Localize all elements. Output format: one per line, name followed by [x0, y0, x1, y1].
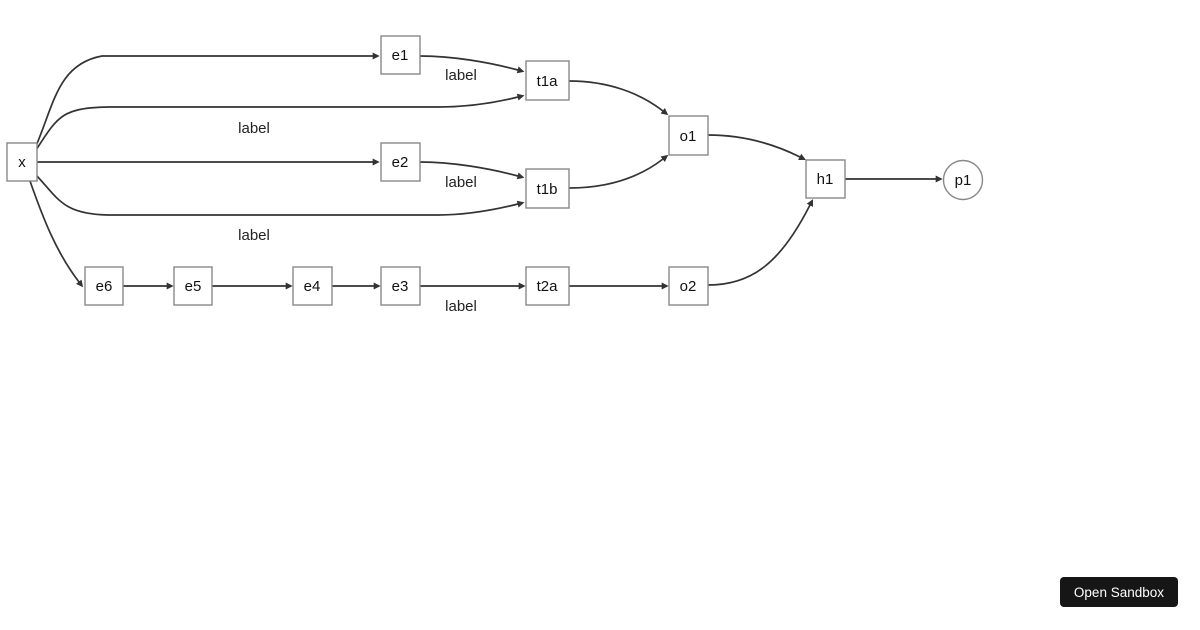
open-sandbox-button[interactable]: Open Sandbox — [1059, 577, 1178, 607]
edge-label-x-t1b: label — [238, 227, 270, 244]
node-e5-label: e5 — [185, 278, 202, 295]
edge-label-e3-t2a: label — [445, 298, 477, 315]
node-o2-label: o2 — [680, 278, 697, 295]
node-e3: e3 — [380, 266, 421, 306]
node-e1-label: e1 — [392, 47, 409, 64]
node-e1: e1 — [380, 35, 421, 75]
edge-o1-h1 — [707, 134, 806, 160]
node-t1b-label: t1b — [537, 181, 558, 198]
edge-group — [29, 52, 943, 290]
edge-t1b-o1 — [568, 154, 669, 189]
node-p1: p1 — [942, 159, 984, 201]
node-h1-label: h1 — [817, 171, 834, 188]
edge-label-x-t1a: label — [238, 120, 270, 137]
node-p1-label: p1 — [955, 172, 972, 189]
edge-label-e2-t1b: label — [445, 174, 477, 191]
node-x: x — [6, 142, 38, 182]
node-e5: e5 — [173, 266, 213, 306]
node-group: x e1 e2 t1a t1b o1 h1 p1 — [6, 35, 984, 306]
node-o1-label: o1 — [680, 128, 697, 145]
node-t1a: t1a — [525, 60, 570, 101]
edge-label-e1-t1a: label — [445, 67, 477, 84]
edge-x-e6 — [29, 180, 84, 288]
node-x-label: x — [18, 154, 26, 171]
node-t2a: t2a — [525, 266, 570, 306]
node-t1b: t1b — [525, 168, 570, 209]
node-t1a-label: t1a — [537, 73, 559, 90]
node-h1: h1 — [805, 159, 846, 199]
node-e2-label: e2 — [392, 154, 409, 171]
edge-t1a-o1 — [568, 80, 669, 116]
node-e4-label: e4 — [304, 278, 321, 295]
node-e6: e6 — [84, 266, 124, 306]
edge-label-group: label label label label label — [238, 67, 477, 315]
edge-x-e1 — [35, 52, 380, 147]
edge-o2-h1 — [707, 199, 814, 286]
node-e4: e4 — [292, 266, 333, 306]
node-e3-label: e3 — [392, 278, 409, 295]
edge-x-t1a — [35, 93, 525, 151]
edge-x-t1b — [35, 174, 525, 216]
node-o1: o1 — [668, 115, 709, 156]
node-t2a-label: t2a — [537, 278, 559, 295]
edge-e1-t1a — [419, 55, 525, 74]
node-e6-label: e6 — [96, 278, 113, 295]
node-o2: o2 — [668, 266, 709, 306]
node-e2: e2 — [380, 142, 421, 182]
edge-e2-t1b — [419, 161, 525, 180]
